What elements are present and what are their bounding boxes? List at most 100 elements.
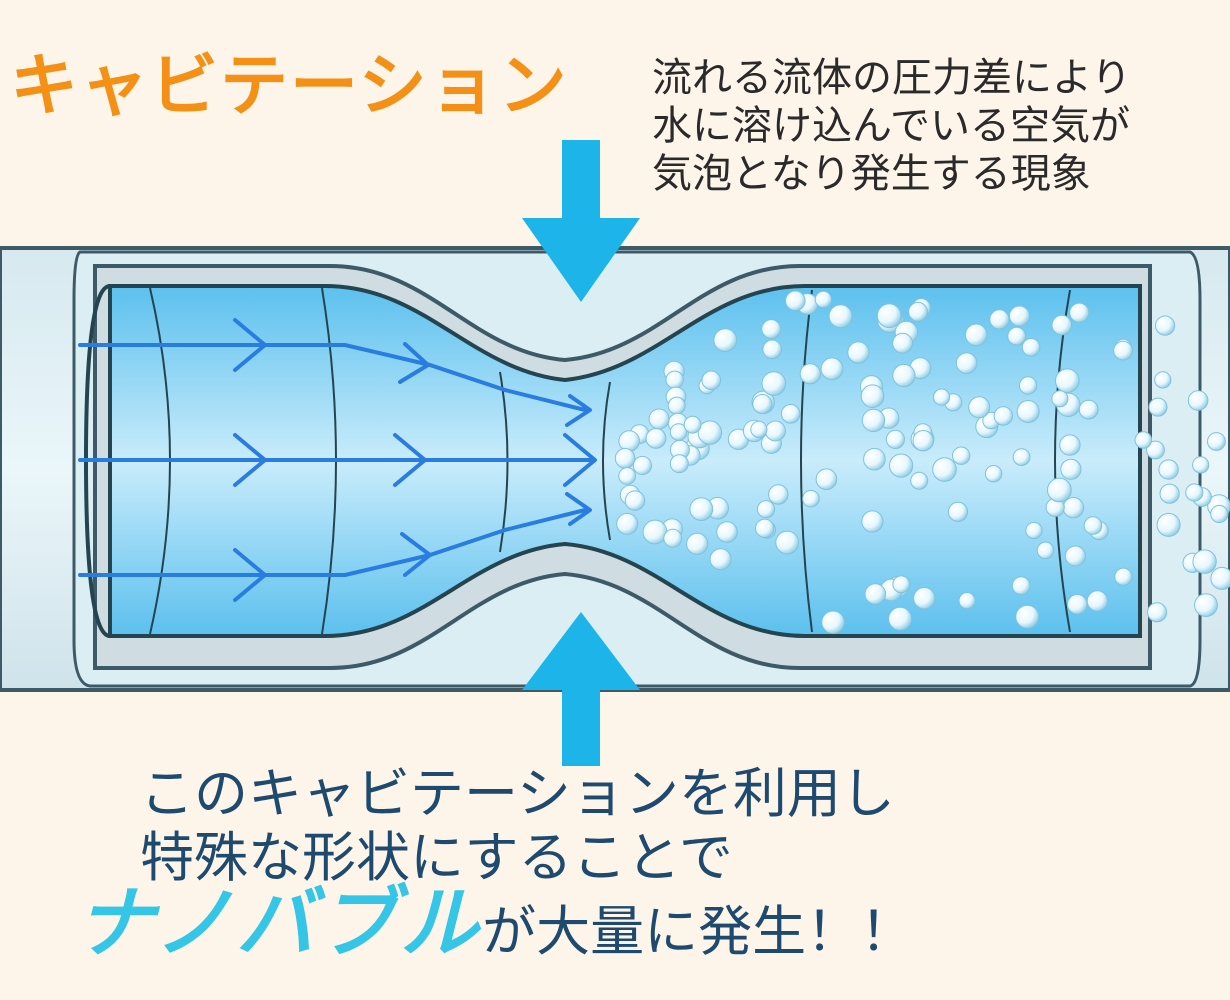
- bubble: [1007, 326, 1027, 346]
- bubble: [1156, 512, 1181, 537]
- bubble: [1025, 521, 1043, 540]
- bubble: [663, 528, 683, 548]
- bubble: [1036, 541, 1055, 560]
- bubble: [876, 303, 902, 329]
- bubble: [1012, 448, 1031, 467]
- bubble: [1146, 440, 1165, 460]
- bubble: [861, 408, 886, 433]
- bubble: [828, 304, 853, 329]
- bubble: [885, 429, 906, 449]
- bubble: [632, 455, 653, 476]
- bubble: [689, 497, 714, 522]
- bubble: [1064, 545, 1086, 567]
- bubble: [645, 428, 667, 449]
- bubble: [993, 406, 1013, 426]
- bubble: [648, 408, 670, 430]
- bubble: [1154, 371, 1172, 389]
- bubble: [821, 610, 845, 635]
- bubble: [761, 319, 782, 339]
- page-title: キャビテーション: [10, 47, 569, 126]
- bubble: [785, 290, 806, 312]
- bubble: [618, 430, 641, 452]
- bubble: [847, 341, 870, 364]
- bubble: [892, 363, 916, 388]
- bubble: [908, 301, 928, 322]
- bubble: [1055, 368, 1080, 394]
- bubble: [614, 448, 636, 469]
- bubble: [932, 457, 957, 482]
- bubble: [669, 454, 689, 474]
- bubble: [1147, 602, 1168, 623]
- bubble: [1062, 497, 1085, 519]
- bubble: [814, 290, 833, 309]
- bubble: [764, 420, 786, 442]
- bubble: [1016, 400, 1040, 423]
- bubble: [820, 357, 844, 381]
- bubble: [1015, 604, 1040, 629]
- bubble: [752, 394, 773, 414]
- bubble: [762, 339, 783, 360]
- bubble: [1185, 483, 1204, 502]
- caption-line-2: 特殊な形状にすることで: [140, 826, 733, 889]
- bubble: [1210, 566, 1230, 590]
- bubble: [952, 446, 971, 465]
- bubble: [1210, 504, 1229, 524]
- bubbles: [614, 290, 1230, 635]
- bubble: [1207, 432, 1226, 451]
- description-line: 気泡となり発生する現象: [652, 151, 1091, 197]
- bubble: [667, 396, 686, 415]
- bubble: [713, 328, 738, 353]
- bubble: [984, 465, 1003, 483]
- bubble: [1159, 483, 1180, 504]
- bubble: [864, 583, 887, 605]
- bottom-caption: このキャビテーションを利用し 特殊な形状にすることで ナノバブルが大量に発生！！: [76, 762, 915, 964]
- bubble: [1114, 567, 1133, 586]
- bubble: [958, 592, 976, 610]
- bubble: [701, 370, 722, 391]
- bubble: [1047, 477, 1072, 503]
- bubble: [799, 363, 821, 385]
- bubble: [750, 420, 768, 438]
- bubble: [861, 510, 884, 533]
- bubble: [1067, 594, 1088, 615]
- bubble: [1187, 390, 1209, 411]
- bubble: [968, 396, 991, 419]
- bubble: [1011, 576, 1031, 596]
- bubble: [616, 512, 639, 535]
- bubble: [964, 323, 988, 347]
- bubble: [686, 532, 709, 556]
- bubble: [947, 501, 969, 522]
- caption-line-3-tail: が大量に発生！！: [482, 900, 915, 963]
- bubble: [1194, 593, 1218, 617]
- bubble: [755, 518, 775, 538]
- bubble: [697, 420, 723, 445]
- bubble: [716, 521, 738, 543]
- description: 流れる流体の圧力差により 水に溶け込んでいる空気が 気泡となり発生する現象: [652, 54, 1131, 198]
- bubble: [892, 575, 911, 594]
- bubble: [665, 370, 684, 389]
- bubble: [768, 484, 789, 505]
- bubble: [1060, 458, 1082, 480]
- bubble: [618, 467, 637, 485]
- bubble: [1078, 399, 1099, 420]
- bubble: [1192, 456, 1210, 474]
- bubble: [910, 471, 929, 490]
- bubble: [863, 447, 886, 471]
- bubble: [888, 606, 913, 631]
- bubble: [683, 415, 702, 434]
- bubble: [1086, 590, 1109, 612]
- bubble: [955, 352, 978, 375]
- bubble: [1059, 434, 1081, 456]
- flow-arrows: [78, 318, 597, 602]
- bubble: [1051, 314, 1073, 336]
- bubble: [802, 489, 820, 508]
- bubble: [1192, 549, 1217, 574]
- down-arrow-icon: [522, 140, 640, 302]
- bubble: [913, 587, 936, 610]
- up-arrow-icon: [522, 612, 640, 766]
- bubble: [1051, 390, 1069, 408]
- bubble: [1009, 305, 1030, 327]
- nanobubble-highlight: ナノバブル: [76, 879, 483, 969]
- bubble: [1021, 338, 1041, 357]
